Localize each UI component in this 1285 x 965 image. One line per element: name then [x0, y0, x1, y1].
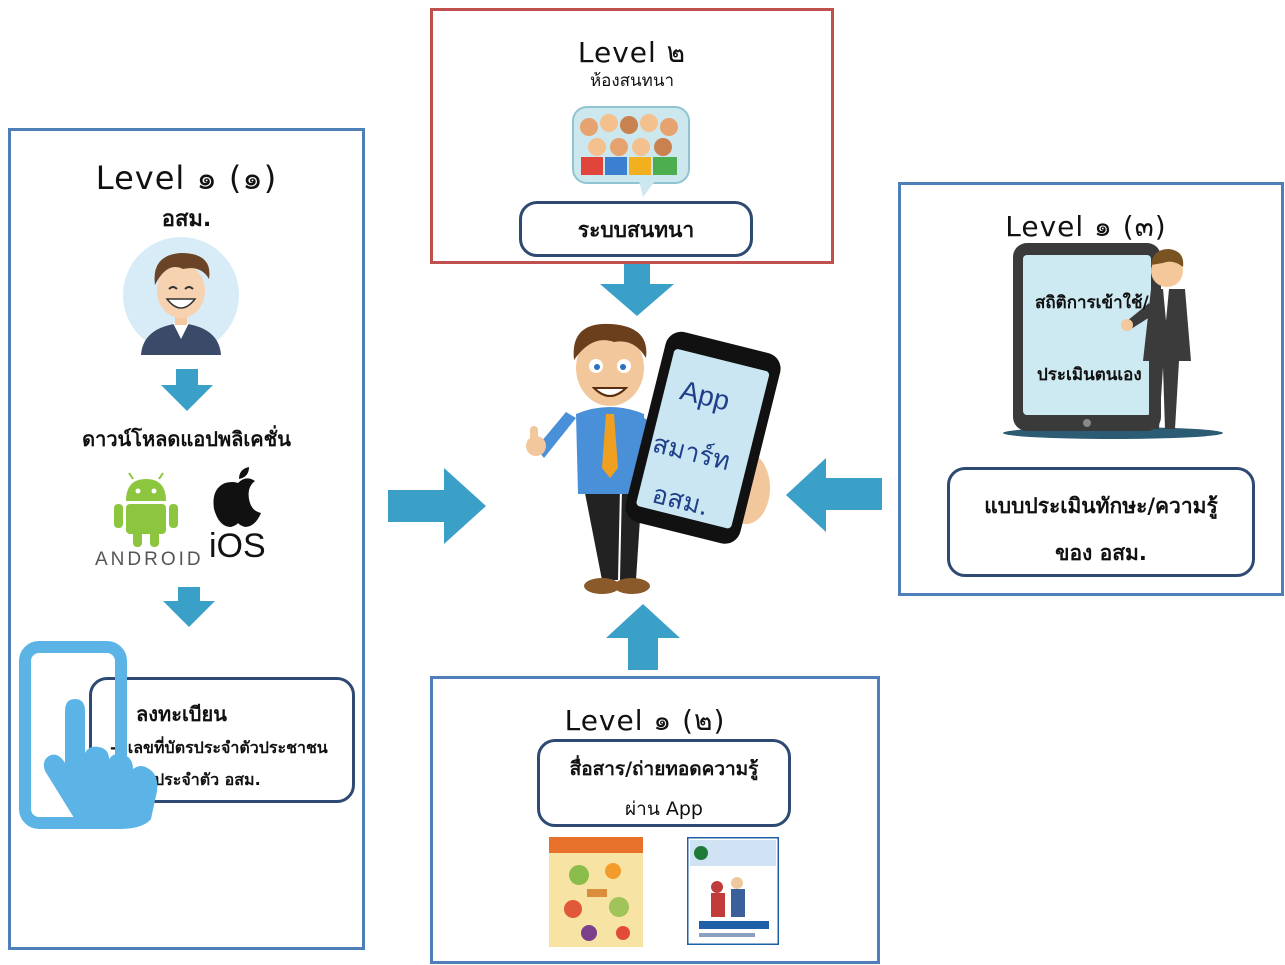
arrow-down-icon [163, 587, 215, 627]
register-item-text: เลขประจำตัว อสม. [127, 770, 261, 789]
apple-icon [213, 467, 261, 527]
arrow-right-icon [388, 468, 486, 544]
bottom-panel: Level ๑ (๒) สื่อสาร/ถ่ายทอดความรู้ ผ่าน … [430, 676, 880, 964]
chat-system-box: ระบบสนทนา [519, 201, 753, 257]
register-item-text: เลขที่บัตรประจำตัวประชาชน [127, 738, 328, 757]
bottom-panel-title: Level ๑ (๒) [564, 704, 726, 737]
arrow-left-icon [786, 458, 882, 532]
man-holding-phone-icon [526, 323, 781, 594]
assessment-line1: แบบประเมินทักษะ/ความรู้ [984, 494, 1218, 518]
left-panel-title: Level ๑ (๑) [95, 159, 278, 197]
poster-thumbnail-icon [687, 837, 779, 945]
communication-line1: สื่อสาร/ถ่ายทอดความรู้ [569, 758, 759, 780]
right-panel: Level ๑ (๓) สถิติการเข้าใช้/ ประเมินตนเอ… [898, 182, 1284, 596]
chat-system-label: ระบบสนทนา [577, 218, 695, 242]
left-panel: Level ๑ (๑) อสม. ดาวน์โหลดแอปพลิเคชั่น A… [8, 128, 365, 950]
poster-thumbnail-icon [549, 837, 643, 947]
hand-tap-phone-icon [19, 641, 158, 829]
download-label: ดาวน์โหลดแอปพลิเคชั่น [82, 427, 291, 451]
android-label: ANDROID [95, 549, 204, 570]
communication-line2: ผ่าน App [625, 798, 703, 820]
right-panel-title: Level ๑ (๓) [1005, 210, 1167, 243]
chat-group-icon [572, 106, 690, 197]
arrow-down-icon [600, 264, 674, 316]
top-panel-title: Level ๒ [577, 36, 687, 69]
communication-box: สื่อสาร/ถ่ายทอดความรู้ ผ่าน App [537, 739, 791, 827]
tablet-line2: ประเมินตนเอง [1037, 365, 1142, 385]
top-panel: Level ๒ ห้องสนทนา ระบบสนทนา [430, 8, 834, 264]
left-panel-subtitle: อสม. [161, 207, 212, 232]
assessment-box: แบบประเมินทักษะ/ความรู้ ของ อสม. [947, 467, 1255, 577]
android-robot-icon [114, 472, 178, 547]
register-title: ลงทะเบียน [136, 702, 227, 726]
register-item: - เลขที่บัตรประจำตัวประชาชน [110, 738, 328, 757]
arrow-down-icon [161, 369, 213, 411]
tablet-line1: สถิติการเข้าใช้/ [1035, 293, 1149, 313]
arrow-up-icon [606, 604, 680, 670]
ios-label: iOS [209, 527, 266, 565]
smiling-man-avatar-icon [123, 237, 239, 355]
tablet-businessman-icon [1003, 243, 1223, 439]
top-panel-subtitle: ห้องสนทนา [589, 71, 675, 91]
assessment-line2: ของ อสม. [1055, 541, 1147, 565]
